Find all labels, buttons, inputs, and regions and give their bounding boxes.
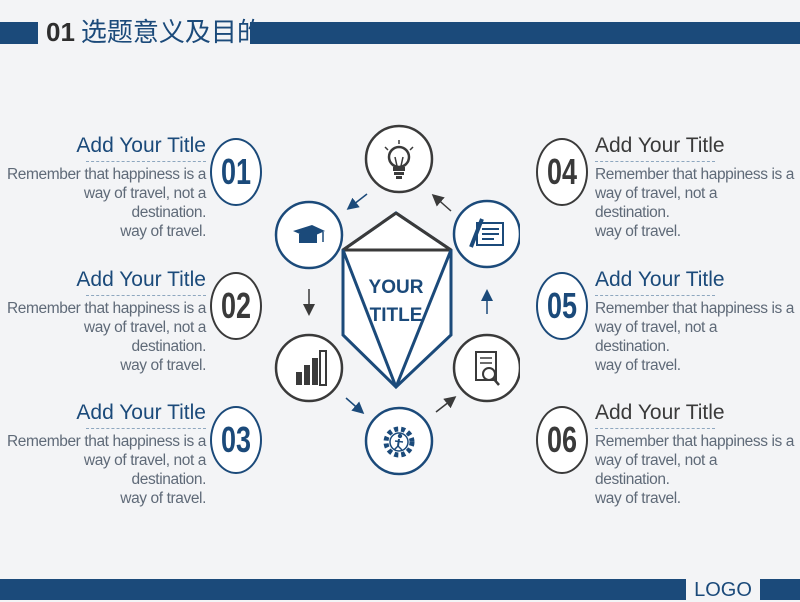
number-badge-05: 05 <box>536 272 588 340</box>
item-desc-line: way of travel. <box>120 357 206 374</box>
item-desc-line: Remember that happiness is a <box>6 166 206 183</box>
item-title: Add Your Title <box>76 134 206 157</box>
number-badge-01: 01 <box>210 138 262 206</box>
footer-bar-right <box>760 579 800 600</box>
number-badge-06: 06 <box>536 406 588 474</box>
item-title: Add Your Title <box>595 134 725 157</box>
slide-title-number: 01 <box>46 17 75 47</box>
number-badge-04: 04 <box>536 138 588 206</box>
lightbulb-icon <box>364 124 434 194</box>
number-badge-02: 02 <box>210 272 262 340</box>
item-desc-line: way of travel. <box>595 223 681 240</box>
title-divider <box>86 161 206 162</box>
right-item-5: Add Your Title Remember that happiness i… <box>595 267 795 375</box>
center-title-line2: TITLE <box>369 305 423 326</box>
item-desc-line: way of travel, not a destination. <box>595 185 718 221</box>
footer-bar-left <box>0 579 686 600</box>
item-title: Add Your Title <box>76 268 206 291</box>
right-item-6: Add Your Title Remember that happiness i… <box>595 400 795 508</box>
header-bar-right <box>250 22 800 44</box>
item-desc-line: way of travel, not a destination. <box>83 452 206 488</box>
center-title-line1: YOUR <box>368 277 424 298</box>
center-title: YOUR TITLE <box>358 274 434 330</box>
cycle-arrow <box>345 397 365 414</box>
item-desc-line: way of travel. <box>595 490 681 507</box>
item-title: Add Your Title <box>595 401 725 424</box>
item-desc-line: Remember that happiness is a <box>595 300 795 317</box>
graduation-cap-icon <box>274 200 344 270</box>
title-divider <box>595 161 715 162</box>
item-desc-line: way of travel, not a destination. <box>83 185 206 221</box>
item-title: Add Your Title <box>76 401 206 424</box>
title-divider <box>86 428 206 429</box>
item-desc-line: way of travel, not a destination. <box>595 319 718 355</box>
item-desc-line: Remember that happiness is a <box>595 166 795 183</box>
gear-person-icon <box>364 406 434 476</box>
right-item-4: Add Your Title Remember that happiness i… <box>595 133 795 241</box>
item-desc-line: way of travel, not a destination. <box>595 452 718 488</box>
pen-document-icon <box>452 199 520 269</box>
title-divider <box>86 295 206 296</box>
slide-title-text: 选题意义及目的 <box>80 17 263 47</box>
item-desc-line: way of travel, not a destination. <box>83 319 206 355</box>
header-bar-left <box>0 22 38 44</box>
left-item-1: Add Your Title Remember that happiness i… <box>6 133 206 241</box>
left-item-3: Add Your Title Remember that happiness i… <box>6 400 206 508</box>
item-desc-line: way of travel. <box>595 357 681 374</box>
cycle-diagram <box>274 124 520 476</box>
center-hexagon <box>341 211 453 390</box>
cycle-arrow <box>346 193 368 210</box>
left-item-2: Add Your Title Remember that happiness i… <box>6 267 206 375</box>
item-title: Add Your Title <box>595 268 725 291</box>
bar-chart-icon <box>274 333 344 403</box>
cycle-arrow <box>431 194 452 212</box>
magnifier-document-icon <box>452 333 520 403</box>
item-desc-line: Remember that happiness is a <box>595 433 795 450</box>
item-desc-line: Remember that happiness is a <box>6 433 206 450</box>
item-desc-line: Remember that happiness is a <box>6 300 206 317</box>
title-divider <box>595 295 715 296</box>
logo: LOGO <box>694 579 752 601</box>
cycle-arrow <box>435 396 457 413</box>
title-divider <box>595 428 715 429</box>
item-desc-line: way of travel. <box>120 223 206 240</box>
item-desc-line: way of travel. <box>120 490 206 507</box>
number-badge-03: 03 <box>210 406 262 474</box>
